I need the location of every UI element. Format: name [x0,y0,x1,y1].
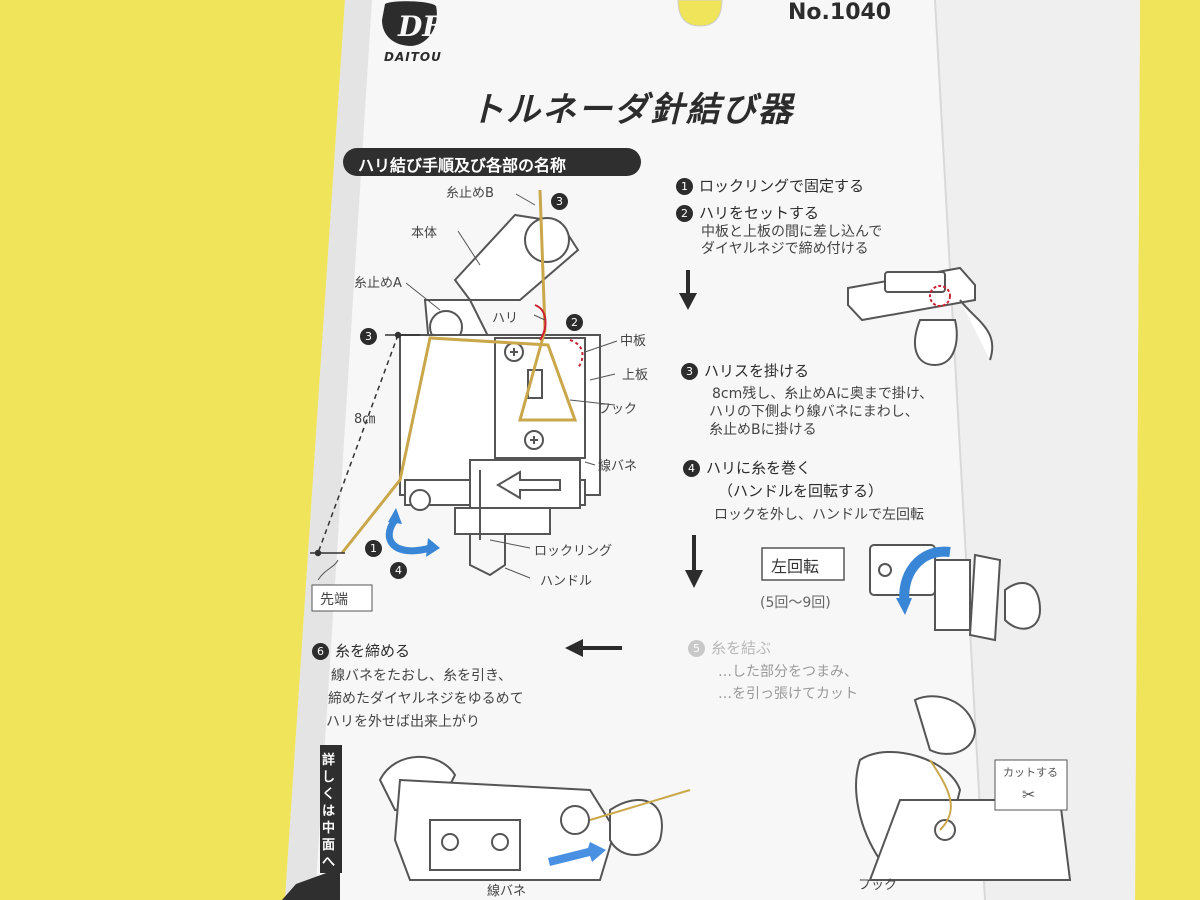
step5-line [929,759,952,831]
saki-pointer [317,559,339,581]
label-nakaita: 中板 [620,334,647,349]
product-title: トルネーダ針結び器 [470,90,794,130]
scissors-icon: ✂ [1022,785,1035,804]
label-hook: フック [598,402,638,417]
measure-line-8cm [310,331,420,557]
rotate-arrow-blue [385,517,431,555]
step-3-line-2: ハリの下側より線バネにまわし、 [709,404,919,420]
step6-line [589,789,691,821]
label-itodome-a: 糸止めA [354,276,402,291]
cut-label: カットする [1003,766,1058,779]
package-fold-panel [935,0,1140,900]
package-fold-line [934,0,986,900]
knot-tool-diagram [399,213,601,577]
diagram-mark-1: 1 [365,538,388,557]
diagram-mark-4: 4 [390,560,413,579]
step-6-line-3: ハリを外せば出来上がり [326,714,480,730]
label-hook-2: フック [858,878,898,893]
diagram-mark-2: 2 [566,312,589,331]
saki-label: 先端 [320,592,348,608]
step4-rotate-arrow [899,546,951,606]
rotation-box [761,547,845,581]
rotation-count: (5回〜9回) [760,595,831,611]
step-6-line-2: 締めたダイヤルネジをゆるめて [328,691,524,707]
label-senbane: 線バネ [598,459,638,474]
hang-hole [677,0,723,27]
left-arrow [565,639,622,657]
measure-label: 8㎝ [354,412,376,427]
fishing-line-path [340,189,578,554]
step-2-line-1: 中板と上板の間に差し込んで [701,224,883,240]
diagram-mark-3a: 3 [551,191,574,210]
section-pill [343,148,641,176]
label-hontai: 本体 [411,226,438,241]
rotation-box-label: 左回転 [771,557,820,576]
brand-name: DAITOU [384,50,442,64]
label-itodome-b: 糸止めB [446,186,494,201]
brand-logo-mark: DB [382,1,446,47]
step-5-line-2: …を引っ張けてカット [718,686,858,702]
label-uwaita: 上板 [622,368,649,383]
step2-illustration [847,266,994,367]
step5-illustration [855,695,1072,881]
step-6-line-1: 線バネをたおし、糸を引き、 [331,668,513,684]
side-strip [320,745,342,873]
label-senbane-2: 線バネ [487,884,527,899]
step-4-title-2: （ハンドルを回転する） [718,482,884,500]
package-card [285,0,1140,900]
section-title: ハリ結び手順及び各部の名称 [358,156,567,175]
step-4-line-1: ロックを外し、ハンドルで左回転 [714,507,924,523]
hook-red-mark [534,304,547,341]
cut-box [994,759,1068,811]
model-number: No.1040 [788,0,892,25]
step-2-line-2: ダイヤルネジで締め付ける [701,241,869,257]
label-hari: ハリ [492,311,519,326]
svg-text:DB: DB [397,10,446,43]
step-3-line-1: 8cm残し、糸止めAに奥まで掛け、 [712,386,934,402]
label-lockring: ロックリング [534,544,613,559]
diagram-mark-3b: 3 [360,326,383,345]
part-leader-lines [405,193,618,579]
saki-label-box [311,584,373,612]
down-arrow-1 [679,270,697,310]
step-3-line-3: 糸止めBに掛ける [709,422,817,438]
down-arrow-2 [685,535,703,588]
side-label: 詳しくは中面へ [322,753,336,870]
step-5-line-1: …した部分をつまみ、 [718,664,858,680]
pull-arrow-blue [548,842,606,866]
hook-dashed-mark [569,339,584,369]
side-strip-arrow [282,868,340,900]
package-edge-shadow [285,0,372,900]
label-handle: ハンドル [540,574,593,589]
